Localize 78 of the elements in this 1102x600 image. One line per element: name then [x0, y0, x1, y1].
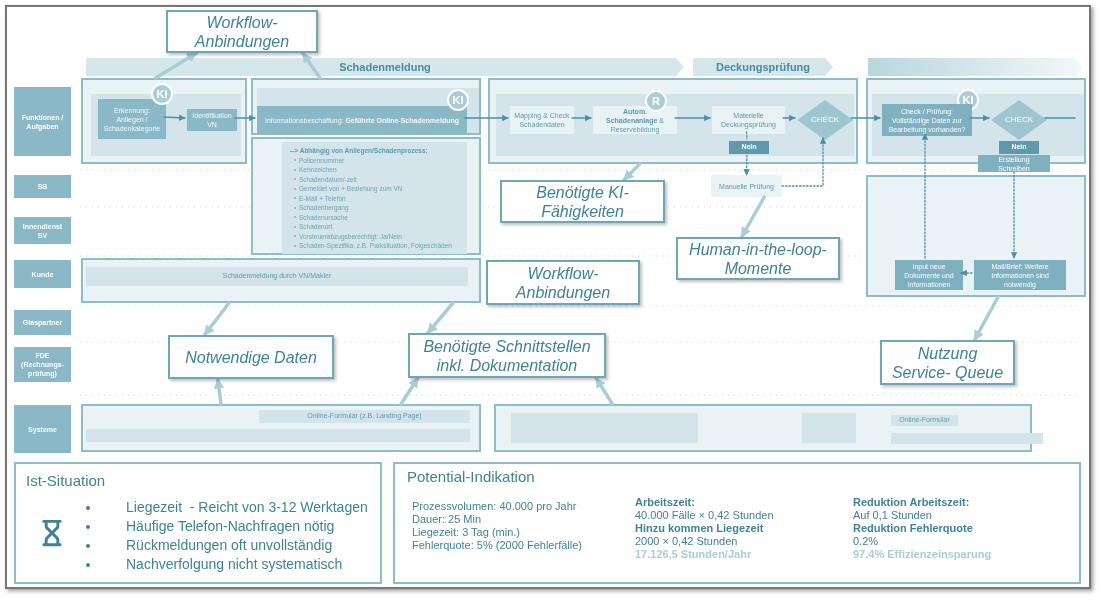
- phase-header: Deckungsprüfung: [693, 58, 833, 76]
- arrow: [960, 269, 973, 277]
- callout-arrow: [153, 51, 199, 80]
- metric-text: Reduktion Fehlerquote: [853, 522, 973, 535]
- group-box: [81, 258, 481, 303]
- arrow: [571, 114, 592, 122]
- metric-text: Liegezeit: 3 Tag (min.): [412, 526, 521, 539]
- callout-arrow: [972, 295, 1000, 342]
- arrow: [921, 133, 929, 259]
- arrow: [850, 114, 881, 122]
- callout-text: Workflow- Anbindungen: [514, 263, 612, 302]
- bullet-item: Nachverfolgung nicht systematisch: [126, 555, 343, 574]
- callout-box: [676, 237, 840, 280]
- callout-box: [408, 333, 606, 378]
- decision-diamond: [991, 100, 1047, 140]
- group-box: [81, 78, 247, 164]
- panel-title: Potential-Indikation: [407, 470, 535, 483]
- arrow: [781, 137, 827, 187]
- bullet-item: Rückmeldungen oft unvollständig: [126, 536, 333, 555]
- metric-text: Auf 0,1 Stunden: [853, 509, 932, 522]
- system-bar: [891, 433, 1043, 444]
- arrow: [1010, 171, 1018, 259]
- metric-text: 0.2%: [853, 535, 879, 548]
- metric-text: Hinzu kommen Liegezeit: [635, 522, 764, 535]
- callout-arrow: [399, 376, 420, 406]
- arrow: [969, 114, 990, 122]
- diamond-label: CHECK: [811, 114, 839, 126]
- summary-panel: [14, 462, 382, 584]
- group-box: [488, 78, 858, 164]
- callout-arrow: [594, 376, 615, 406]
- callout-text: Benötigte KI-Fähigkeiten: [535, 182, 630, 221]
- phase-header: [868, 58, 1083, 76]
- metric-text: Reduktion Arbeitszeit:: [853, 496, 970, 509]
- arrow: [674, 114, 711, 122]
- decision-diamond: [797, 100, 853, 140]
- callout-arrow: [622, 162, 642, 182]
- callout-box: [500, 180, 665, 223]
- callout-arrow: [739, 195, 766, 239]
- metric-text: 2000 × 0,42 Stunden: [635, 535, 738, 548]
- callout-box: [168, 335, 334, 379]
- callout-arrow: [213, 377, 225, 406]
- connector-line: [1044, 117, 1076, 119]
- bullet-item: Liegezeit - Reicht von 3-12 Werktagen: [126, 498, 368, 517]
- arrow: [464, 114, 509, 122]
- panel-title: Ist-Situation: [26, 471, 106, 491]
- arrow: [163, 114, 186, 121]
- group-box: [251, 137, 481, 255]
- callout-box: [166, 10, 318, 53]
- connector-line: [745, 131, 748, 140]
- metric-text: 17.126,5 Stunden/Jahr: [635, 548, 752, 561]
- callout-text: Benötigte Schnittstellen inkl. Dokumentation: [422, 336, 592, 375]
- group-box: [251, 78, 481, 135]
- metric-text: Fehlerquote: 5% (2000 Fehlerfälle): [412, 539, 582, 552]
- callout-text: Nutzung Service- Queue: [890, 343, 1005, 382]
- callout-text: Workflow- Anbindungen: [193, 12, 291, 51]
- callout-box: [880, 340, 1015, 385]
- metric-text: Dauer: 25 Min: [412, 513, 482, 526]
- metric-text: 97.4% Effizienzeinsparung: [853, 548, 992, 561]
- arrow: [743, 151, 750, 176]
- group-box: [81, 404, 481, 452]
- bullet-item: Häufige Telefon-Nachfragen nötig: [126, 517, 335, 536]
- arrow: [782, 114, 796, 122]
- summary-panel: [393, 462, 1081, 584]
- group-box: [866, 78, 1086, 164]
- callout-arrow: [301, 51, 322, 80]
- diamond-label: CHECK: [1005, 114, 1033, 126]
- callout-arrow: [202, 301, 231, 337]
- metric-text: 40.000 Fälle × 0,42 Stunden: [635, 509, 774, 522]
- phase-header: Schadenmeldung: [86, 58, 684, 76]
- info-panel: [282, 142, 467, 254]
- callout-text: Notwendige Daten: [185, 347, 317, 367]
- group-box: [866, 175, 1086, 297]
- arrow: [234, 114, 256, 122]
- metric-text: Arbeitszeit:: [635, 496, 695, 509]
- callout-arrow: [426, 301, 455, 335]
- callout-text: Human-in-the-loop- Momente: [688, 239, 828, 278]
- callout-box: [486, 260, 640, 305]
- metric-text: Prozessvolumen: 40.000 pro Jahr: [412, 500, 577, 513]
